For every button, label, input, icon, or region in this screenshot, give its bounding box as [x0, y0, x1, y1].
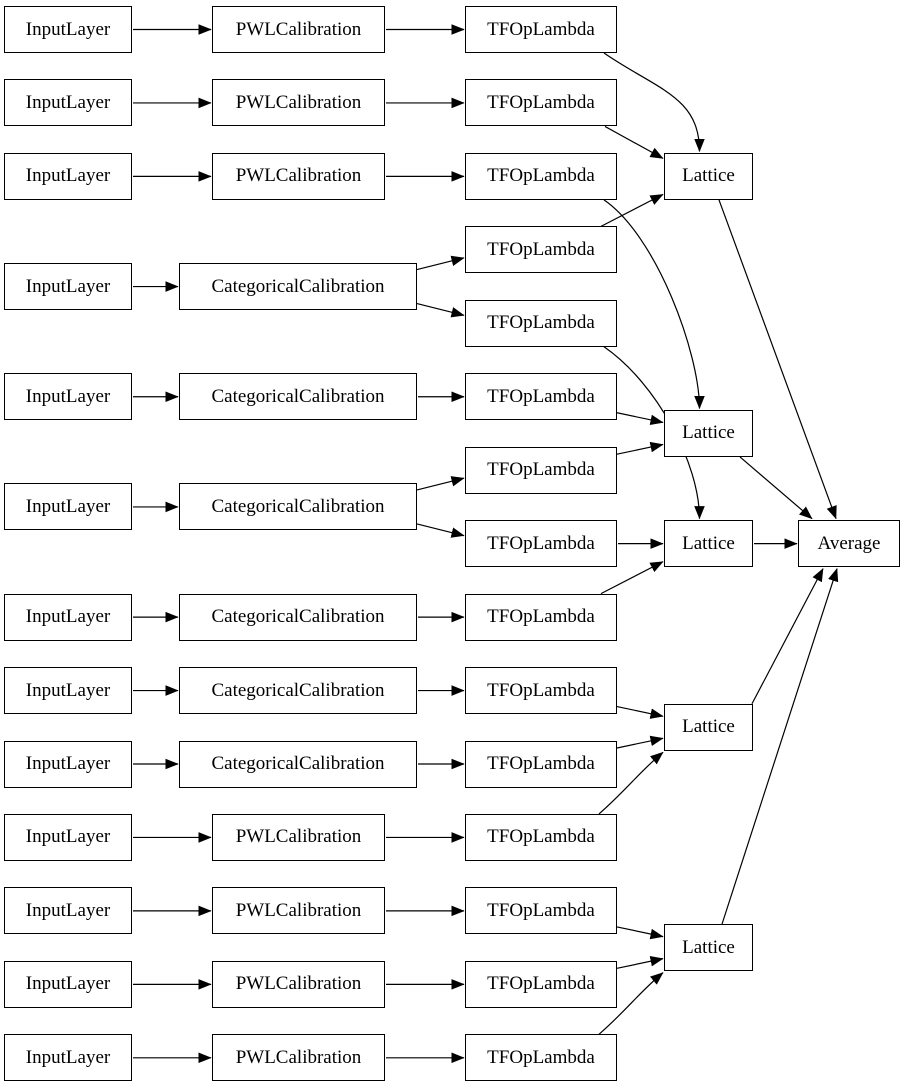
- node-pwl: PWLCalibration: [212, 79, 385, 127]
- node-lambda: TFOpLambda: [465, 152, 617, 200]
- edge-arrow: [603, 52, 705, 153]
- edge-arrow: [718, 199, 837, 520]
- node-lambda: TFOpLambda: [465, 813, 617, 861]
- edge-arrow: [751, 568, 824, 705]
- node-input: InputLayer: [4, 263, 132, 311]
- node-lambda: TFOpLambda: [465, 740, 617, 788]
- node-lambda: TFOpLambda: [465, 667, 617, 715]
- node-input: InputLayer: [4, 667, 132, 715]
- edge-arrow: [416, 255, 465, 271]
- edge-arrow: [416, 302, 465, 318]
- node-input: InputLayer: [4, 483, 132, 531]
- node-lambda: TFOpLambda: [465, 960, 617, 1008]
- node-input: InputLayer: [4, 1034, 132, 1082]
- node-input: InputLayer: [4, 593, 132, 641]
- node-input: InputLayer: [4, 740, 132, 788]
- node-pwl: PWLCalibration: [212, 887, 385, 935]
- node-lambda: TFOpLambda: [465, 79, 617, 127]
- node-lattice: Lattice: [664, 409, 753, 457]
- edge-arrow: [416, 476, 465, 491]
- node-categorical: CategoricalCalibration: [179, 373, 417, 421]
- edge-arrow: [616, 735, 664, 749]
- node-input: InputLayer: [4, 887, 132, 935]
- node-lattice: Lattice: [664, 152, 753, 200]
- edge-arrow: [616, 705, 664, 719]
- edge-arrow: [616, 956, 664, 969]
- node-lambda: TFOpLambda: [465, 520, 617, 568]
- node-lambda: TFOpLambda: [465, 1034, 617, 1082]
- node-categorical: CategoricalCalibration: [179, 740, 417, 788]
- node-input: InputLayer: [4, 6, 132, 53]
- node-lattice: Lattice: [664, 520, 753, 568]
- node-lambda: TFOpLambda: [465, 226, 617, 274]
- node-categorical: CategoricalCalibration: [179, 263, 417, 311]
- edge-arrow: [416, 523, 465, 538]
- node-categorical: CategoricalCalibration: [179, 667, 417, 715]
- node-pwl: PWLCalibration: [212, 152, 385, 200]
- node-lattice: Lattice: [664, 924, 753, 972]
- node-lambda: TFOpLambda: [465, 6, 617, 53]
- node-categorical: CategoricalCalibration: [179, 593, 417, 641]
- edge-arrow: [616, 926, 664, 940]
- edge-arrow: [739, 456, 813, 520]
- node-input: InputLayer: [4, 79, 132, 127]
- node-input: InputLayer: [4, 373, 132, 421]
- node-input: InputLayer: [4, 960, 132, 1008]
- node-pwl: PWLCalibration: [212, 813, 385, 861]
- node-average: Average: [798, 520, 900, 568]
- node-pwl: PWLCalibration: [212, 6, 385, 53]
- node-lattice: Lattice: [664, 703, 753, 751]
- edge-arrow: [616, 441, 664, 455]
- node-input: InputLayer: [4, 152, 132, 200]
- node-pwl: PWLCalibration: [212, 960, 385, 1008]
- node-categorical: CategoricalCalibration: [179, 483, 417, 531]
- node-lambda: TFOpLambda: [465, 446, 617, 494]
- node-lambda: TFOpLambda: [465, 373, 617, 421]
- node-lambda: TFOpLambda: [465, 593, 617, 641]
- edge-arrow: [603, 199, 705, 410]
- node-pwl: PWLCalibration: [212, 1034, 385, 1082]
- node-input: InputLayer: [4, 813, 132, 861]
- edge-arrow: [616, 412, 664, 426]
- node-lambda: TFOpLambda: [465, 887, 617, 935]
- node-lambda: TFOpLambda: [465, 299, 617, 347]
